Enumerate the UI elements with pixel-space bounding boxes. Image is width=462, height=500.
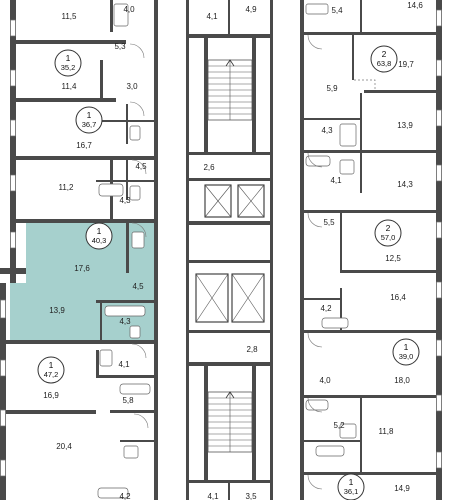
room-area: 4,1 — [206, 12, 218, 21]
apartment-total-area: 36,7 — [82, 120, 97, 129]
elevator-small-left — [204, 184, 232, 218]
room-area: 4,9 — [245, 5, 257, 14]
room-area: 14,6 — [407, 1, 423, 10]
room-area-labels: 11,5 4,0 5,3 11,4 3,0 16,7 4,5 11,2 4,3 … — [43, 1, 423, 500]
door-swings — [129, 34, 323, 490]
apartment-total-area: 47,2 — [44, 370, 59, 379]
apartment-rooms: 1 — [349, 477, 354, 487]
central-core — [186, 0, 273, 500]
apartment-label[interactable]: 1 35,2 — [54, 49, 82, 77]
apartment-rooms: 1 — [404, 342, 409, 352]
room-area: 13,9 — [49, 306, 65, 315]
room-area: 2,6 — [203, 163, 215, 172]
room-area: 4,0 — [123, 5, 135, 14]
elevator-small-right — [237, 184, 265, 218]
room-area: 4,5 — [135, 162, 147, 171]
apartment-label[interactable]: 1 36,7 — [75, 106, 103, 134]
elevators — [195, 184, 265, 323]
right-wing-walls — [300, 0, 442, 500]
room-area: 3,0 — [126, 82, 138, 91]
apartment-label[interactable]: 1 47,2 — [37, 356, 65, 384]
right-wing-fixtures — [305, 3, 357, 457]
room-area: 16,4 — [390, 293, 406, 302]
room-area: 18,0 — [394, 376, 410, 385]
room-area: 4,1 — [118, 360, 130, 369]
apartment-total-area: 36,1 — [344, 487, 359, 496]
dashed-opening — [354, 79, 376, 90]
left-wing-fixtures — [97, 3, 151, 499]
elevator-large-right — [231, 273, 265, 323]
room-area: 4,2 — [320, 304, 332, 313]
apartment-total-area: 63,8 — [377, 59, 392, 68]
room-area: 5,9 — [326, 84, 338, 93]
left-wing-walls — [0, 0, 158, 500]
room-area: 5,5 — [323, 218, 335, 227]
room-area: 4,3 — [119, 317, 131, 326]
room-area: 2,8 — [246, 345, 258, 354]
apartment-rooms: 1 — [87, 110, 92, 120]
room-area: 5,3 — [114, 42, 126, 51]
room-area: 4,2 — [119, 492, 131, 500]
room-area: 11,4 — [62, 82, 78, 91]
apartment-rooms: 2 — [386, 223, 391, 233]
room-area: 16,7 — [76, 141, 92, 150]
apartment-label[interactable]: 1 40,3 — [85, 222, 113, 250]
apartment-rooms: 1 — [49, 360, 54, 370]
apartment-labels: 1 35,2 1 36,7 1 40,3 1 47,2 2 63,8 2 57,… — [37, 45, 420, 500]
left-windows — [0, 19, 16, 477]
room-area: 14,3 — [397, 180, 413, 189]
room-area: 11,5 — [62, 12, 78, 21]
apartment-label[interactable]: 1 36,1 — [337, 473, 365, 500]
apartment-total-area: 39,0 — [399, 352, 414, 361]
room-area: 5,2 — [333, 421, 345, 430]
stairwell-top — [207, 59, 253, 121]
stairwell-bottom — [207, 391, 253, 453]
apartment-label[interactable]: 1 39,0 — [392, 338, 420, 366]
room-area: 11,8 — [379, 427, 395, 436]
room-area: 4,0 — [319, 376, 331, 385]
room-area: 20,4 — [56, 442, 72, 451]
apartment-rooms: 1 — [97, 226, 102, 236]
room-area: 4,3 — [119, 196, 131, 205]
room-area: 5,8 — [122, 396, 134, 405]
elevator-large-left — [195, 273, 229, 323]
apartment-total-area: 35,2 — [61, 63, 76, 72]
room-area: 5,4 — [331, 6, 343, 15]
room-area: 4,3 — [321, 126, 333, 135]
room-area: 4,1 — [330, 176, 342, 185]
room-area: 4,1 — [207, 492, 219, 500]
apartment-rooms: 2 — [382, 49, 387, 59]
room-area: 13,9 — [397, 121, 413, 130]
room-area: 4,5 — [132, 282, 144, 291]
right-windows — [436, 9, 442, 469]
room-area: 16,9 — [43, 391, 59, 400]
room-area: 14,9 — [394, 484, 410, 493]
room-area: 3,5 — [245, 492, 257, 500]
apartment-rooms: 1 — [66, 53, 71, 63]
apartment-label[interactable]: 2 57,0 — [374, 219, 402, 247]
apartment-total-area: 40,3 — [92, 236, 107, 245]
apartment-label[interactable]: 2 63,8 — [370, 45, 398, 73]
room-area: 17,6 — [74, 264, 90, 273]
apartment-total-area: 57,0 — [381, 233, 396, 242]
room-area: 11,2 — [59, 183, 75, 192]
room-area: 19,7 — [398, 60, 414, 69]
room-area: 12,5 — [385, 254, 401, 263]
